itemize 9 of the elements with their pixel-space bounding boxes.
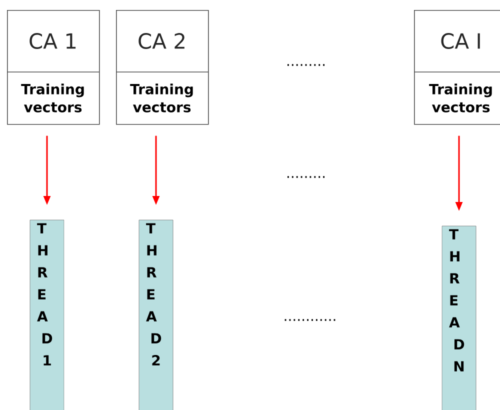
ellipsis: ......... — [287, 64, 325, 66]
ca-box: CA 2 Training vectors — [116, 10, 209, 125]
ca-box: CA I Training vectors — [414, 10, 500, 125]
thread-bar: THREAD 1 — [30, 220, 64, 410]
ellipsis: ......... — [287, 176, 325, 178]
thread-bar: THREAD N — [442, 226, 476, 410]
thread-bar: THREAD 2 — [138, 220, 174, 410]
ca-box: CA 1 Training vectors — [6, 10, 100, 125]
ellipsis: ............ — [284, 319, 336, 321]
